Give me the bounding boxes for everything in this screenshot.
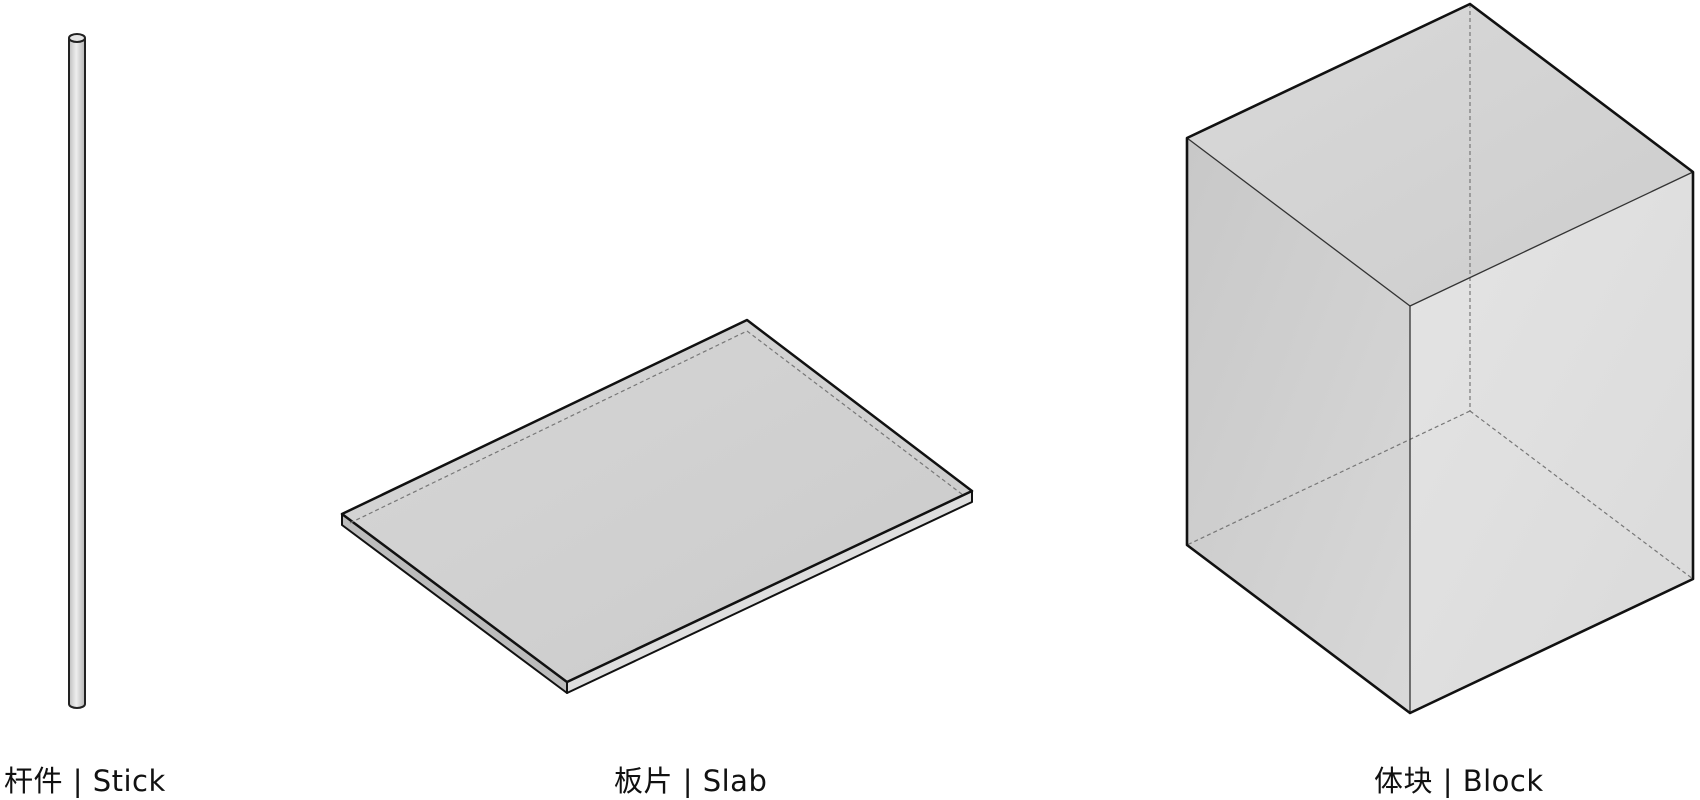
slab-shape: [340, 318, 974, 694]
caption-slab: 板片 | Slab: [614, 764, 768, 798]
stick-shape: [68, 33, 86, 709]
block-shape: [1185, 2, 1695, 715]
caption-block: 体块 | Block: [1374, 764, 1544, 798]
caption-stick: 杆件 | Stick: [4, 764, 166, 798]
